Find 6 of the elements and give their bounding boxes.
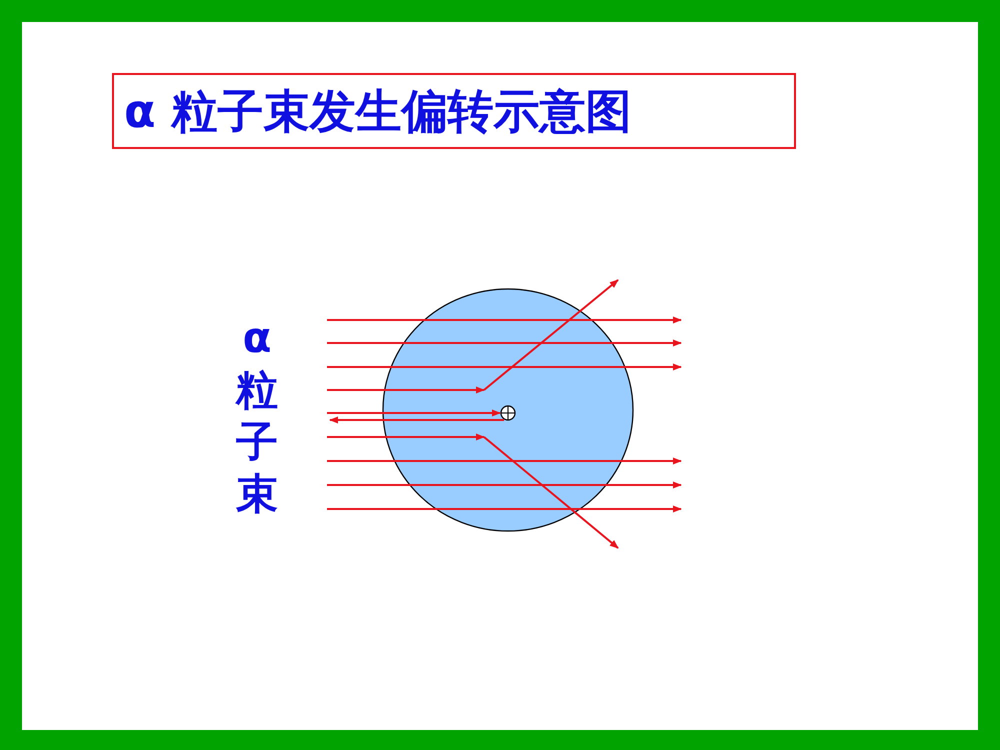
- nucleus-circle: [500, 405, 516, 421]
- arrow: [327, 409, 501, 417]
- title-text: α 粒子束发生偏转示意图: [112, 73, 796, 149]
- beam-label: α粒子束: [234, 312, 279, 520]
- atom-circle: [382, 288, 634, 532]
- arrow: [329, 416, 504, 424]
